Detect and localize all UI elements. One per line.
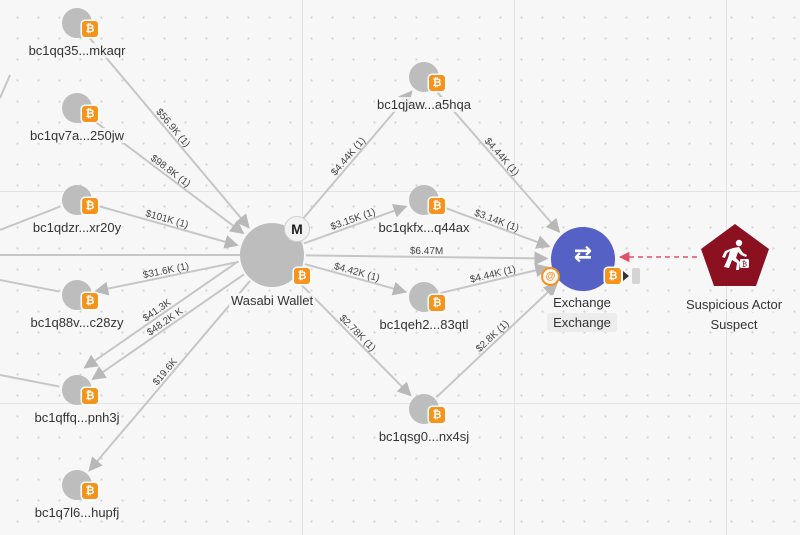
transfer-edge	[435, 282, 558, 399]
svg-text:₿: ₿	[742, 261, 747, 269]
bitcoin-icon: ₿	[429, 198, 445, 214]
transfer-edge	[83, 262, 237, 369]
offscreen-edge	[0, 374, 60, 388]
edge-amount-label: $4.42K (1)	[333, 261, 381, 284]
transfer-edge	[91, 273, 245, 381]
bitcoin-icon: ₿	[82, 21, 98, 37]
edge-amount-label: $31.6K (1)	[142, 261, 190, 281]
exchange-category-label: Exchange	[547, 313, 617, 332]
suspect-category-label: Suspect	[710, 317, 758, 332]
transfer-edge	[439, 204, 551, 249]
bitcoin-icon: ₿	[82, 293, 98, 309]
address-label: bc1qq35...mkaqr	[26, 43, 128, 58]
address-label: bc1q88v...c28zy	[28, 315, 126, 330]
running-person-icon: ₿	[722, 239, 749, 270]
offscreen-edge	[0, 74, 11, 99]
transfer-edge	[304, 263, 408, 296]
side-handle[interactable]	[632, 268, 640, 284]
address-label: bc1qffq...pnh3j	[32, 410, 122, 425]
edge-amount-label: $6.47M	[410, 246, 443, 257]
exchange-circle[interactable]	[551, 227, 615, 291]
bitcoin-icon: ₿	[429, 75, 445, 91]
grid-line	[514, 0, 515, 535]
expand-arrow-icon[interactable]	[623, 271, 629, 281]
bitcoin-icon: ₿	[429, 295, 445, 311]
exchange-name-label: Exchange	[551, 295, 613, 310]
edge-amount-label: $4.44K (1)	[329, 135, 368, 178]
edge-amount-label: $56.9K (1)	[153, 107, 191, 150]
address-label: bc1qsg0...nx4sj	[376, 429, 472, 444]
address-label: bc1qeh2...83qtl	[377, 317, 471, 332]
bitcoin-icon: ₿	[82, 483, 98, 499]
transfer-edge	[94, 260, 239, 296]
offscreen-edge	[0, 205, 61, 231]
edge-amount-label: $4.44K (1)	[482, 136, 521, 178]
transfer-edge	[293, 90, 413, 230]
transfer-edge	[440, 263, 550, 295]
address-label: bc1qdzr...xr20y	[30, 220, 124, 235]
transfer-edge	[305, 251, 549, 266]
edge-amount-label: $2.8K (1)	[474, 318, 511, 354]
edge-amount-label: $19.6K	[151, 356, 180, 388]
offscreen-edge	[0, 279, 60, 293]
suspect-name-label: Suspicious Actor	[683, 297, 785, 312]
edge-amount-label: $98.8K (1)	[148, 153, 192, 190]
grid-line	[0, 191, 800, 192]
suspect-pentagon[interactable]: ₿	[699, 222, 771, 288]
transfer-edge	[434, 89, 561, 233]
bitcoin-icon: ₿	[82, 198, 98, 214]
wasabi-wallet-label: Wasabi Wallet	[228, 293, 316, 308]
edge-amount-label: $101K (1)	[144, 208, 189, 231]
bitcoin-icon: ₿	[82, 388, 98, 404]
address-label: bc1q7l6...hupfj	[32, 505, 122, 520]
transfer-edge	[93, 203, 239, 249]
edge-amount-label: $2.78K (1)	[337, 313, 378, 354]
address-label: bc1qjaw...a5hqa	[375, 97, 473, 112]
bitcoin-icon: ₿	[294, 268, 310, 284]
address-label: bc1qkfx...q44ax	[376, 220, 472, 235]
transfer-edge	[87, 35, 250, 229]
transfer-edge	[303, 204, 408, 245]
attribution-icon: @	[541, 267, 560, 286]
grid-line	[0, 403, 800, 404]
bitcoin-icon: ₿	[605, 268, 621, 284]
transfer-edge	[88, 280, 251, 472]
bitcoin-icon: ₿	[82, 106, 98, 122]
address-label: bc1qv7a...250jw	[28, 128, 126, 143]
mixer-badge: M	[284, 216, 310, 242]
exchange-arrows-icon: ⇄	[573, 242, 593, 267]
grid-line	[302, 0, 303, 535]
edge-amount-label: $4.44K (1)	[469, 264, 517, 286]
bitcoin-icon: ₿	[429, 407, 445, 423]
